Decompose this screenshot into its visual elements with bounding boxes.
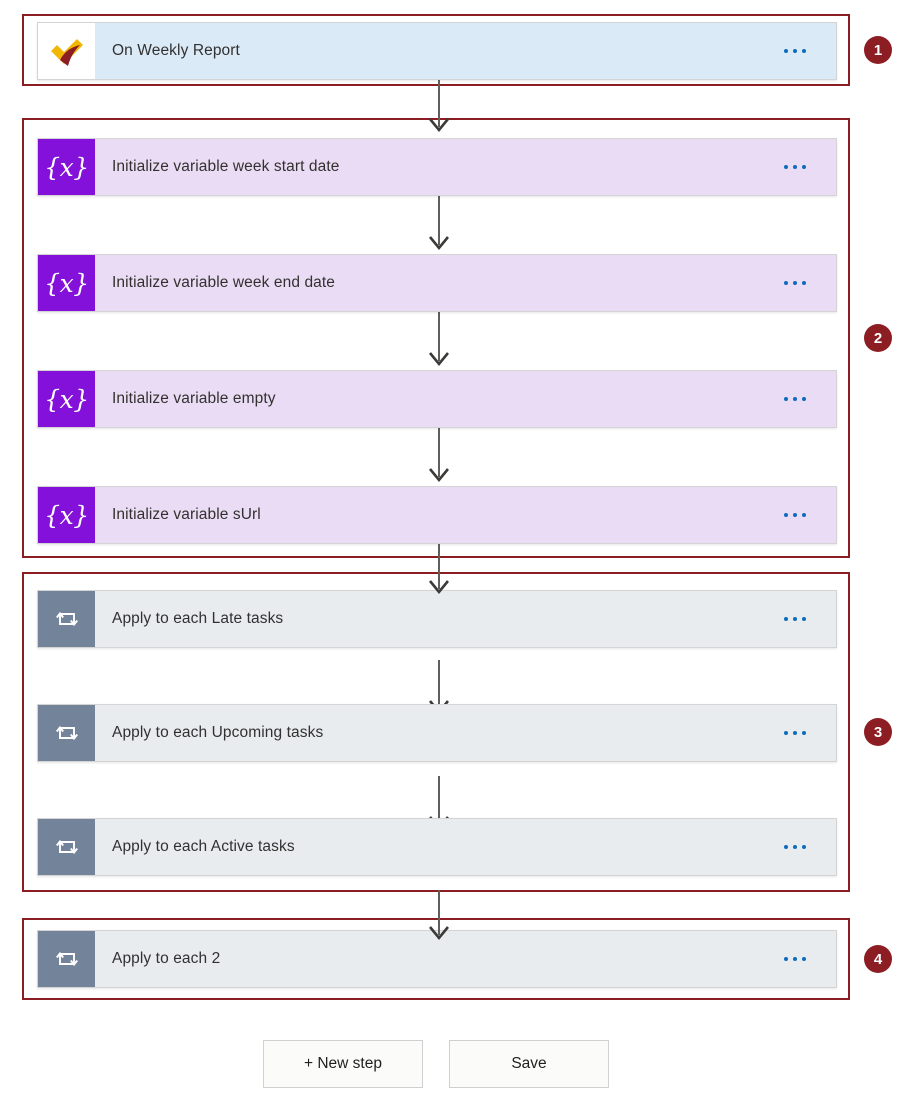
group-badge-2: 2: [864, 324, 892, 352]
flow-step-title: Initialize variable week end date: [112, 274, 336, 291]
flow-step-title: Initialize variable week start date: [112, 158, 340, 175]
flow-step-overflow-menu-icon[interactable]: [760, 487, 836, 543]
flow-step-apply-each-2[interactable]: Apply to each 2: [37, 930, 837, 988]
planner-icon: [38, 23, 95, 79]
new-step-button[interactable]: + New step: [263, 1040, 423, 1088]
flow-step-overflow-menu-icon[interactable]: [760, 23, 836, 79]
flow-step-overflow-menu-icon[interactable]: [760, 931, 836, 987]
loop-icon: [38, 591, 95, 647]
flow-step-title: Apply to each 2: [112, 950, 221, 967]
flow-step-apply-each-upcoming-tasks[interactable]: Apply to each Upcoming tasks: [37, 704, 837, 762]
save-button[interactable]: Save: [449, 1040, 609, 1088]
flow-step-overflow-menu-icon[interactable]: [760, 591, 836, 647]
flow-step-on-weekly-report[interactable]: On Weekly Report: [37, 22, 837, 80]
flow-step-overflow-menu-icon[interactable]: [760, 819, 836, 875]
flow-step-title: Initialize variable empty: [112, 390, 276, 407]
flow-step-init-week-end-date[interactable]: {x} Initialize variable week end date: [37, 254, 837, 312]
flow-step-title: Apply to each Upcoming tasks: [112, 724, 324, 741]
group-badge-4: 4: [864, 945, 892, 973]
connector-arrow: [428, 890, 450, 941]
flow-step-apply-each-active-tasks[interactable]: Apply to each Active tasks: [37, 818, 837, 876]
connector-arrow: [428, 544, 450, 595]
flow-step-title: Initialize variable sUrl: [112, 506, 261, 523]
flow-step-title: On Weekly Report: [112, 42, 240, 59]
connector-arrow: [428, 428, 450, 483]
variable-icon: {x}: [38, 255, 95, 311]
flow-step-overflow-menu-icon[interactable]: [760, 371, 836, 427]
flow-step-title: Apply to each Active tasks: [112, 838, 295, 855]
flow-step-overflow-menu-icon[interactable]: [760, 255, 836, 311]
connector-arrow: [428, 312, 450, 367]
flow-step-overflow-menu-icon[interactable]: [760, 139, 836, 195]
footer-button-row: + New step Save: [263, 1040, 609, 1088]
flow-step-init-week-start-date[interactable]: {x} Initialize variable week start date: [37, 138, 837, 196]
connector-arrow: [428, 80, 450, 133]
flow-step-title: Apply to each Late tasks: [112, 610, 284, 627]
connector-arrow: [428, 196, 450, 251]
flow-step-init-empty[interactable]: {x} Initialize variable empty: [37, 370, 837, 428]
flow-step-apply-each-late-tasks[interactable]: Apply to each Late tasks: [37, 590, 837, 648]
loop-icon: [38, 931, 95, 987]
group-badge-1: 1: [864, 36, 892, 64]
loop-icon: [38, 705, 95, 761]
flow-step-init-surl[interactable]: {x} Initialize variable sUrl: [37, 486, 837, 544]
group-badge-3: 3: [864, 718, 892, 746]
variable-icon: {x}: [38, 371, 95, 427]
flow-step-overflow-menu-icon[interactable]: [760, 705, 836, 761]
variable-icon: {x}: [38, 487, 95, 543]
loop-icon: [38, 819, 95, 875]
variable-icon: {x}: [38, 139, 95, 195]
